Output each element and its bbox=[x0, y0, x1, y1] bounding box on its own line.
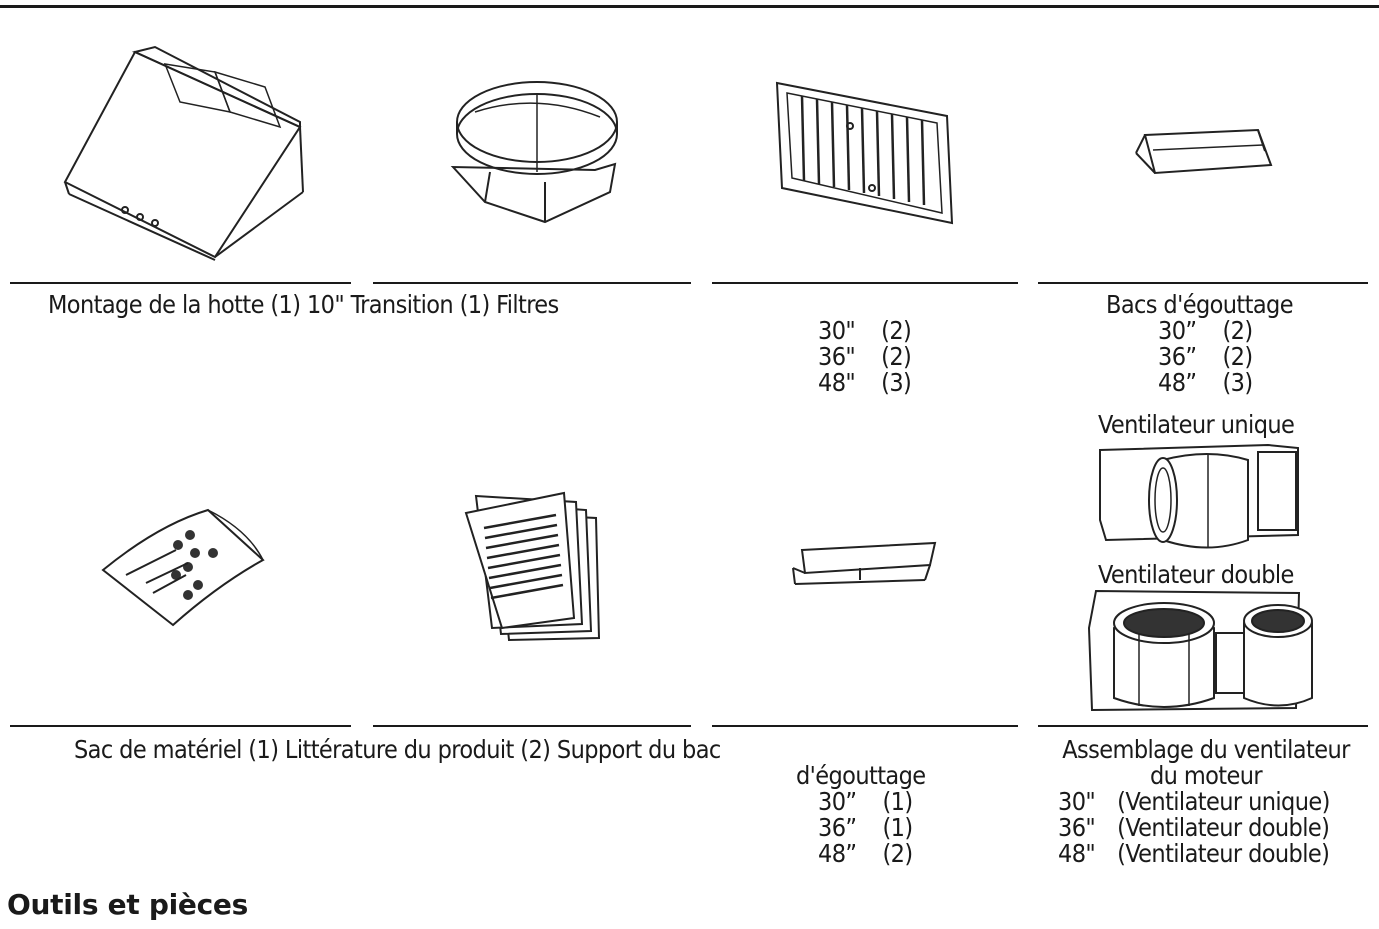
separator-line bbox=[373, 282, 691, 284]
drip-trays-title: Bacs d'égouttage bbox=[1106, 290, 1294, 319]
bracket-size: 30” bbox=[818, 787, 857, 816]
filter-qty: (2) bbox=[881, 342, 912, 371]
blower-size: 36" bbox=[1058, 813, 1096, 842]
single-fan-label: Ventilateur unique bbox=[1098, 410, 1295, 439]
drip-tray-illustration bbox=[1133, 125, 1273, 180]
hardware-bag-illustration bbox=[98, 505, 268, 630]
drip-tray-size: 36” bbox=[1158, 342, 1197, 371]
blower-qty: (Ventilateur double) bbox=[1117, 813, 1330, 842]
drip-tray-size: 30” bbox=[1158, 316, 1197, 345]
blower-size: 48" bbox=[1058, 839, 1096, 868]
filter-size: 48" bbox=[818, 368, 856, 397]
blower-qty: (Ventilateur double) bbox=[1117, 839, 1330, 868]
blower-size: 30" bbox=[1058, 787, 1096, 816]
bracket-size: 48” bbox=[818, 839, 857, 868]
filter-illustration bbox=[772, 78, 957, 228]
filter-size: 36" bbox=[818, 342, 856, 371]
drip-tray-sizes-list: 30” (2) 36” (2) 48” (3) bbox=[1158, 318, 1253, 396]
separator-line bbox=[373, 725, 691, 727]
drip-tray-size: 48” bbox=[1158, 368, 1197, 397]
filter-qty: (2) bbox=[881, 316, 912, 345]
blower-title: Assemblage du ventilateur du moteur bbox=[1046, 737, 1366, 789]
blower-sizes-list: 30" (Ventilateur unique) 36" (Ventilateur … bbox=[1058, 789, 1330, 867]
double-fan-label: Ventilateur double bbox=[1098, 560, 1294, 589]
drip-tray-bracket-illustration bbox=[790, 540, 940, 590]
bracket-size: 36” bbox=[818, 813, 857, 842]
separator-line bbox=[1038, 725, 1368, 727]
bracket-qty: (1) bbox=[882, 813, 913, 842]
separator-line bbox=[10, 725, 351, 727]
double-fan-illustration bbox=[1084, 588, 1314, 716]
separator-line bbox=[10, 282, 351, 284]
section-title: Outils et pièces bbox=[7, 888, 248, 921]
bracket-caption: d'égouttage bbox=[796, 761, 926, 790]
drip-tray-qty: (2) bbox=[1222, 316, 1253, 345]
filter-sizes-list: 30" (2) 36" (2) 48" (3) bbox=[818, 316, 912, 397]
blower-title-line2: du moteur bbox=[1149, 761, 1263, 790]
top-rule bbox=[0, 5, 1379, 8]
filter-qty: (3) bbox=[881, 368, 912, 397]
bracket-sizes-list: 30” (1) 36” (1) 48” (2) bbox=[818, 789, 913, 867]
row2-caption: Sac de matériel (1) Littérature du produ… bbox=[74, 735, 721, 764]
separator-line bbox=[1038, 282, 1368, 284]
separator-line bbox=[712, 725, 1018, 727]
filter-size: 30" bbox=[818, 316, 856, 345]
product-literature-illustration bbox=[464, 488, 604, 643]
row1-caption: Montage de la hotte (1) 10" Transition (… bbox=[48, 290, 559, 319]
drip-tray-qty: (3) bbox=[1222, 368, 1253, 397]
drip-tray-qty: (2) bbox=[1222, 342, 1253, 371]
range-hood-illustration bbox=[55, 42, 305, 264]
bracket-qty: (1) bbox=[882, 787, 913, 816]
single-fan-illustration bbox=[1098, 440, 1308, 558]
separator-line bbox=[712, 282, 1018, 284]
blower-qty: (Ventilateur unique) bbox=[1117, 787, 1330, 816]
blower-title-line1: Assemblage du ventilateur bbox=[1062, 735, 1350, 764]
bracket-qty: (2) bbox=[882, 839, 913, 868]
transition-illustration bbox=[445, 72, 620, 227]
